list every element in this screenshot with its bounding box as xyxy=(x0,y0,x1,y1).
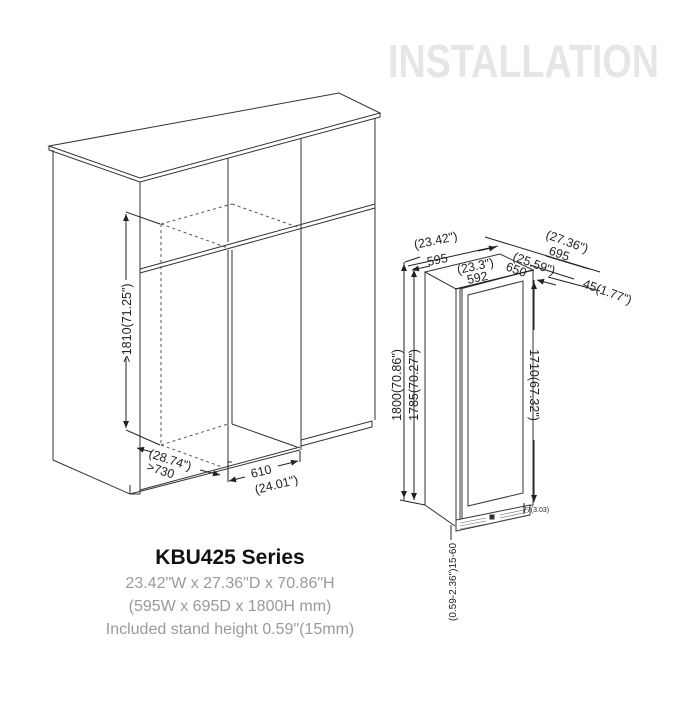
inner-width-mm-label: 592 xyxy=(466,269,489,287)
appliance-dimensions xyxy=(399,236,601,540)
cabinet-drawing xyxy=(47,92,382,495)
foot-adjust-label: (0.59-2.36")15-60 xyxy=(448,543,459,621)
width-mm-label: 595 xyxy=(426,251,449,269)
cabinet-dimensions xyxy=(123,211,301,483)
body-depth-mm-label: 650 xyxy=(504,260,528,280)
model-name: KBU425 Series xyxy=(155,546,305,569)
dimensions-inches: 23.42"W x 27.36"D x 70.86"H xyxy=(125,575,335,592)
appliance-drawing xyxy=(423,253,535,532)
kick-height-label: 77(3.03) xyxy=(523,507,549,514)
door-thickness-label: 45(1.77") xyxy=(581,277,634,308)
body-height-label: 1785(70.27") xyxy=(407,349,421,421)
page-title: INSTALLATION xyxy=(388,35,659,87)
dimensions-mm: (595W x 695D x 1800H mm) xyxy=(128,598,332,615)
total-height-label: 1800(70.86") xyxy=(390,349,404,421)
depth-mm-label: 695 xyxy=(547,244,571,264)
stand-height: Included stand height 0.59"(15mm) xyxy=(105,621,355,638)
door-height-label: 1710(67.32") xyxy=(527,349,541,421)
cabinet-width-mm-label: 610 xyxy=(249,462,273,481)
width-inch-label: (23.42") xyxy=(413,229,459,252)
cabinet-height-label: >1810(71.25") xyxy=(120,283,134,362)
